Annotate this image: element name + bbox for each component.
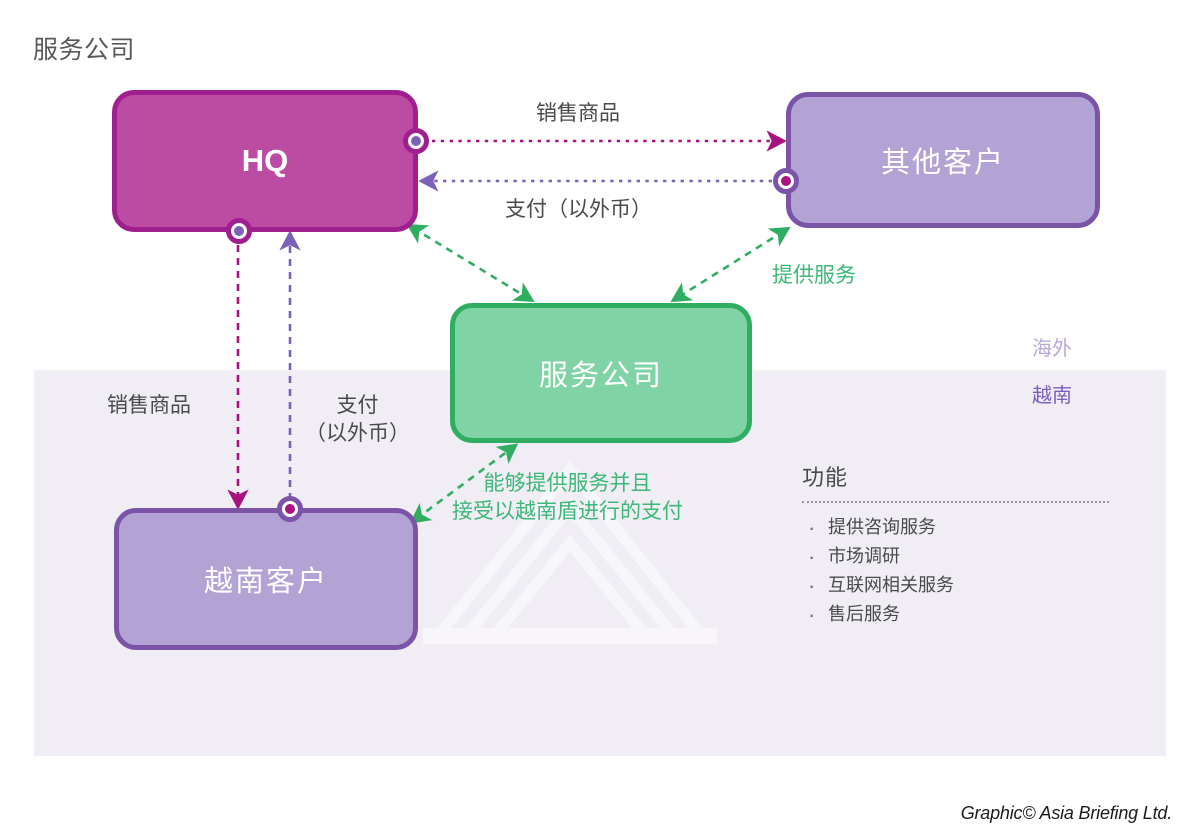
node-vietnam-customers-label: 越南客户 bbox=[203, 566, 328, 598]
functions-list-item: 市场调研 bbox=[802, 539, 1122, 575]
functions-divider bbox=[802, 501, 1109, 503]
connector-dot-hq-right bbox=[403, 128, 429, 154]
connector-dot-vn-top bbox=[277, 496, 303, 522]
edge-label-service-to-vn: 能够提供服务并且 接受以越南盾进行的支付 bbox=[452, 470, 683, 525]
functions-list-item: 售后服务 bbox=[802, 597, 1122, 633]
edge-label-service-to-vn-line1: 能够提供服务并且 bbox=[483, 472, 652, 495]
node-other-customers-label: 其他客户 bbox=[880, 147, 1005, 179]
edge-label-other-to-hq-payment: 支付（以外币） bbox=[505, 198, 652, 221]
edge-label-service-to-vn-line2: 接受以越南盾进行的支付 bbox=[452, 499, 683, 523]
connector-dot-other-left bbox=[773, 168, 799, 194]
connector-dot-hq-bottom bbox=[226, 218, 252, 244]
node-service-company-label: 服务公司 bbox=[538, 360, 663, 392]
functions-list-item: 互联网相关服务 bbox=[802, 568, 1122, 604]
functions-heading: 功能 bbox=[802, 465, 849, 490]
node-other-customers[interactable]: 其他客户 bbox=[786, 92, 1100, 228]
edge-label-hq-to-vn-goods: 销售商品 bbox=[107, 394, 191, 417]
node-hq[interactable]: HQ bbox=[112, 90, 418, 232]
functions-list: 提供咨询服务 市场调研 互联网相关服务 售后服务 bbox=[802, 510, 1122, 633]
region-label-vietnam: 越南 bbox=[1032, 385, 1072, 407]
edge-hq-service-bidirectional bbox=[406, 223, 535, 303]
page-title: 服务公司 bbox=[33, 36, 136, 64]
node-service-company[interactable]: 服务公司 bbox=[450, 303, 752, 443]
edge-label-service-to-other: 提供服务 bbox=[772, 264, 856, 287]
edge-label-hq-to-other-goods: 销售商品 bbox=[536, 102, 620, 125]
edge-label-vn-to-hq-payment-line1: 支付 bbox=[336, 394, 379, 417]
node-hq-label: HQ bbox=[241, 143, 289, 178]
functions-panel: 功能 提供咨询服务 市场调研 互联网相关服务 售后服务 bbox=[802, 460, 1122, 633]
node-vietnam-customers[interactable]: 越南客户 bbox=[114, 508, 418, 650]
region-label-overseas: 海外 bbox=[1032, 338, 1072, 360]
edge-other-service-bidirectional bbox=[670, 226, 791, 303]
graphic-credit: Graphic© Asia Briefing Ltd. bbox=[960, 803, 1172, 823]
edge-label-vn-to-hq-payment: 支付 （以外币） bbox=[305, 392, 410, 447]
edge-label-vn-to-hq-payment-line2: （以外币） bbox=[305, 421, 410, 445]
functions-list-item: 提供咨询服务 bbox=[802, 510, 1122, 546]
